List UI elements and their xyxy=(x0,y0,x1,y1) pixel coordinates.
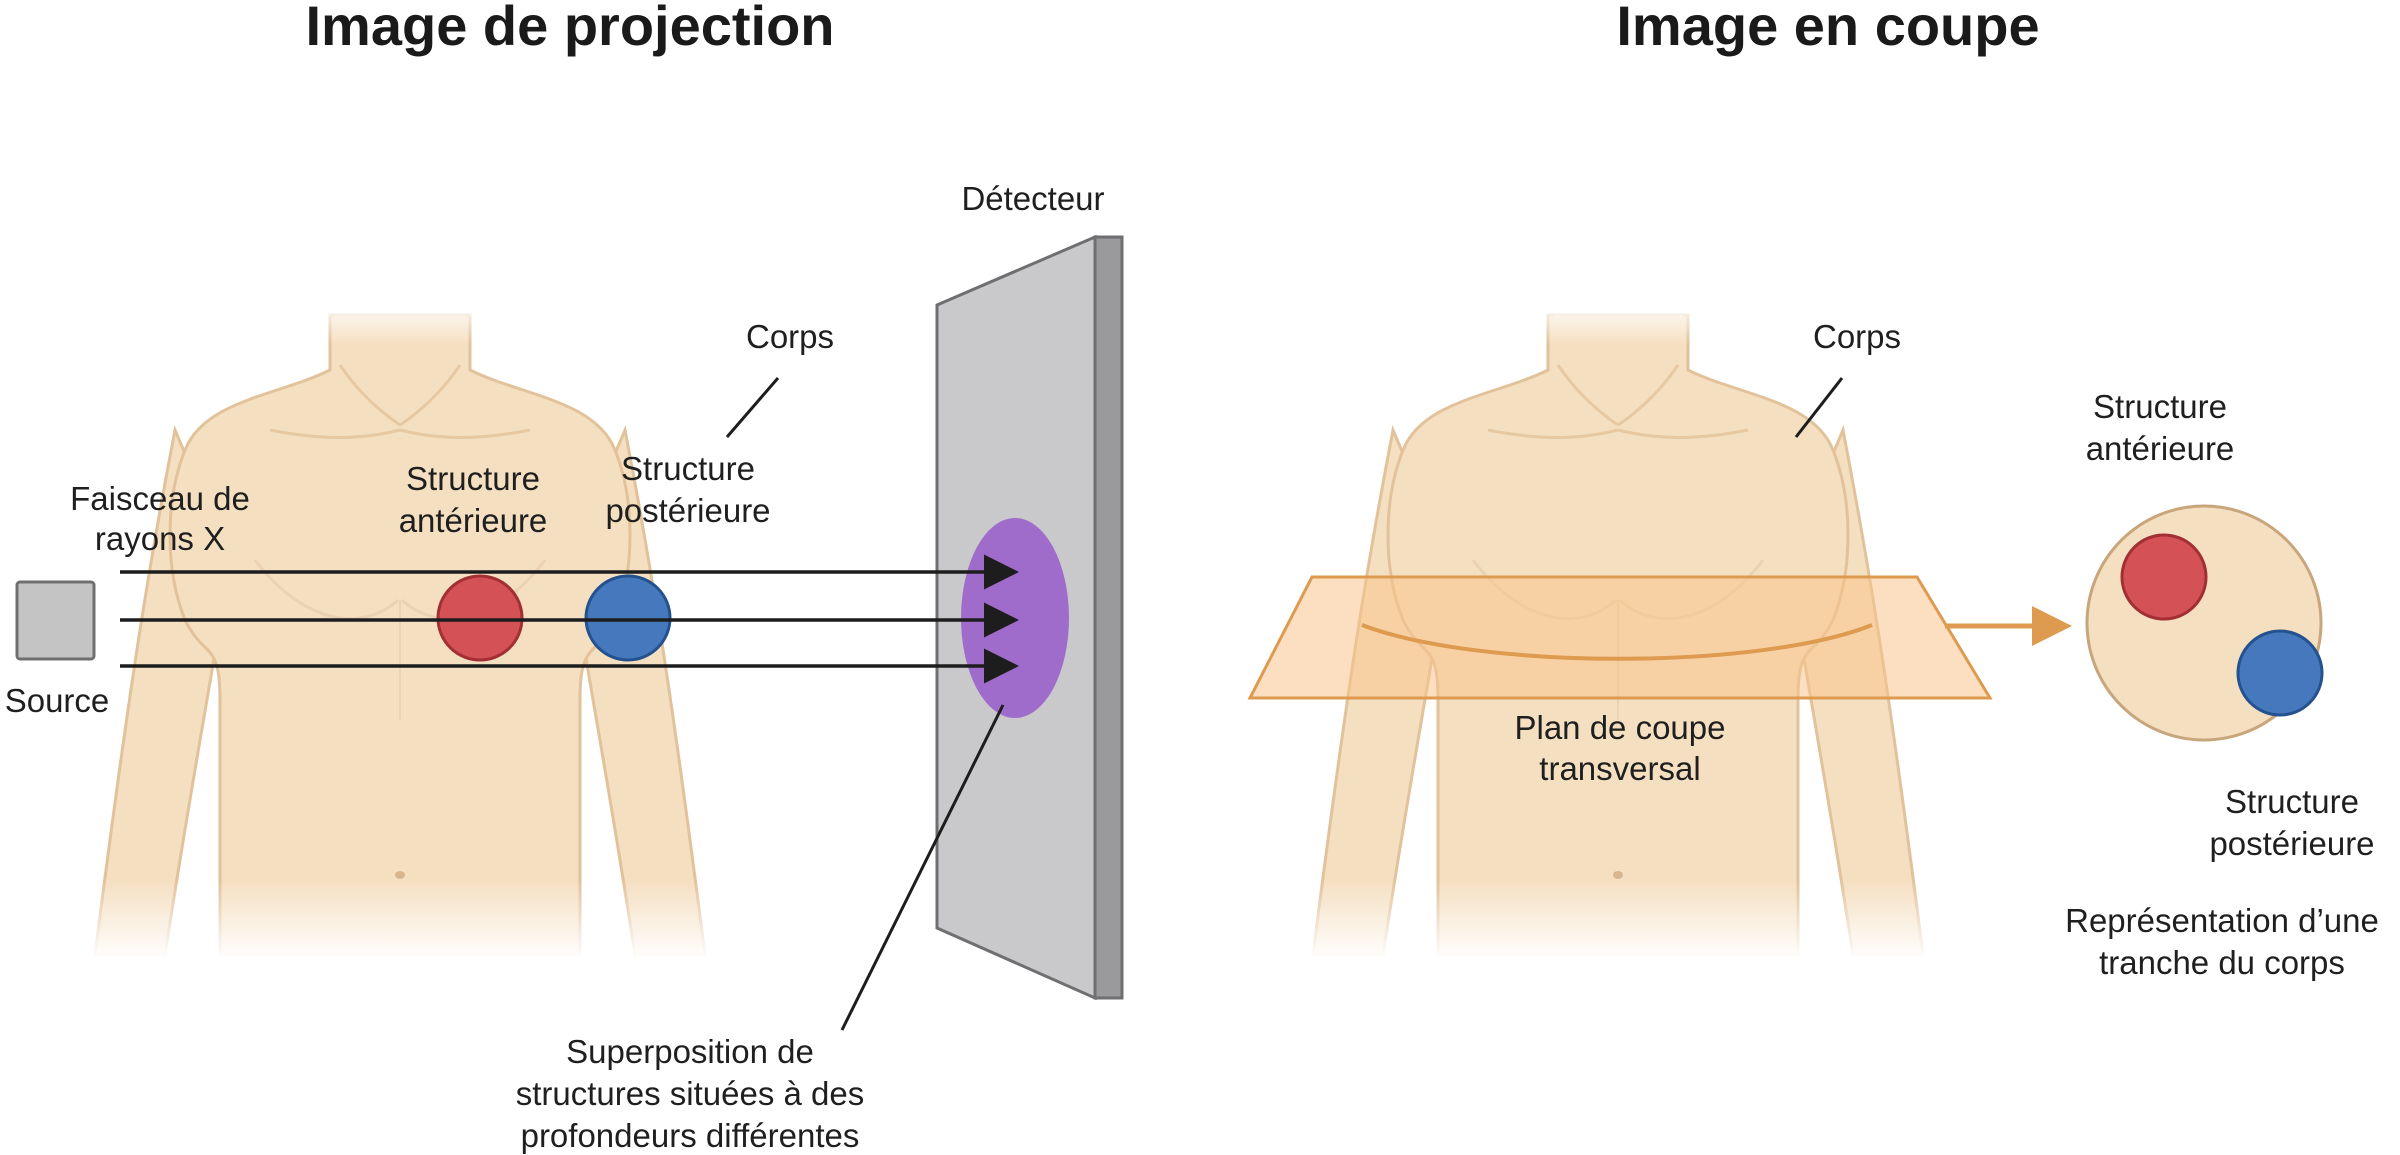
xray-source-box xyxy=(15,580,96,661)
body-label-left: Corps xyxy=(746,318,834,355)
anterior-label-right-line-1: Structure xyxy=(2093,388,2227,425)
anterior-label-left-line-2: antérieure xyxy=(399,502,548,539)
source-label: Source xyxy=(5,682,110,719)
posterior-label-right-line-2: postérieure xyxy=(2209,825,2374,862)
posterior-label-right-line-1: Structure xyxy=(2225,783,2359,820)
anterior-structure-left xyxy=(436,574,524,662)
left-panel-title: Image de projection xyxy=(306,0,835,57)
anterior-label-right-line-2: antérieure xyxy=(2086,430,2235,467)
posterior-structure-slice xyxy=(2236,629,2324,717)
slice-label-line-2: tranche du corps xyxy=(2099,944,2345,981)
slice-label-line-1: Représentation d’une xyxy=(2065,902,2379,939)
beam-label-line-2: rayons X xyxy=(95,520,225,557)
anterior-label-left-line-1: Structure xyxy=(406,460,540,497)
anterior-structure-slice xyxy=(2120,533,2208,621)
body-label-right: Corps xyxy=(1813,318,1901,355)
xray-beams xyxy=(120,554,1019,684)
superposition-label-line-2: structures situées à des xyxy=(516,1075,865,1112)
superposition-spot xyxy=(961,518,1069,718)
transverse-plane xyxy=(1247,575,1993,700)
detector-label: Détecteur xyxy=(961,180,1104,217)
plane-label-line-2: transversal xyxy=(1539,750,1700,787)
superposition-leader-line xyxy=(840,704,1005,1031)
right-panel-title: Image en coupe xyxy=(1616,0,2039,57)
posterior-label-left-line-2: postérieure xyxy=(605,492,770,529)
plane-label-line-1: Plan de coupe xyxy=(1514,709,1725,746)
superposition-label-line-1: Superposition de xyxy=(566,1033,814,1070)
body-leader-line-left xyxy=(725,377,780,438)
superposition-label-line-3: profondeurs différentes xyxy=(521,1117,860,1154)
posterior-label-left-line-1: Structure xyxy=(621,450,755,487)
posterior-structure-left xyxy=(584,574,672,662)
body-leader-line-right xyxy=(1794,377,1844,438)
beam-label-line-1: Faisceau de xyxy=(70,480,250,517)
